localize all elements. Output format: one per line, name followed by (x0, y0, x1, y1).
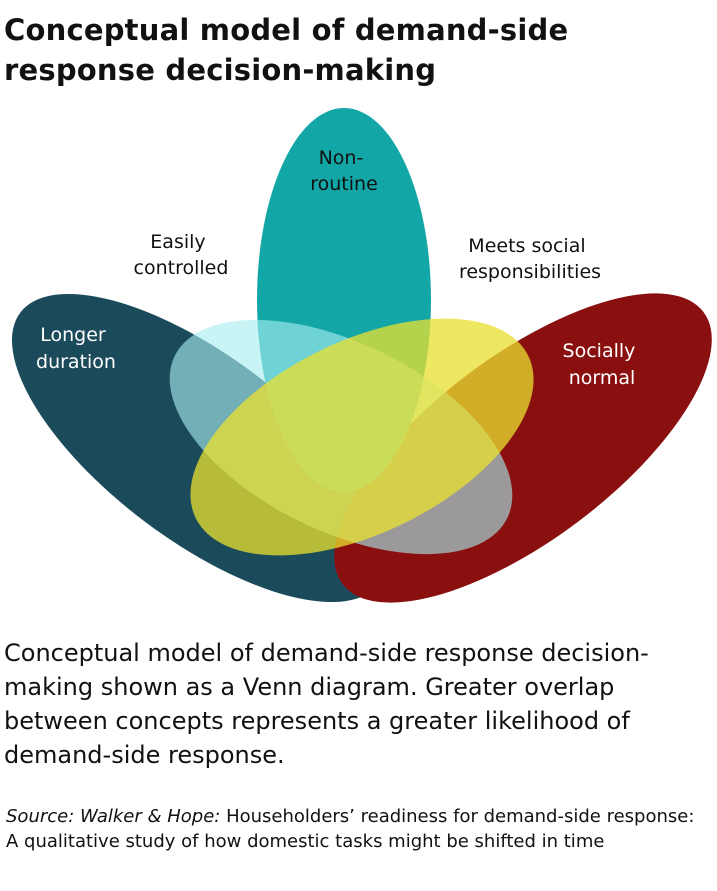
label-easily-controlled-line1: Easily (150, 231, 205, 253)
page-title: Conceptual model of demand-side response… (4, 13, 569, 87)
source-citation: Source: Walker & Hope: Householders’ rea… (6, 804, 712, 854)
label-easily-controlled-line2: controlled (134, 257, 229, 279)
label-longer-duration-line1: Longer (40, 324, 106, 346)
label-non-routine: Non- routine (310, 147, 378, 195)
label-longer-duration: Longer duration (36, 324, 116, 373)
figure-caption: Conceptual model of demand-side response… (4, 639, 649, 769)
source-text: Householders’ readiness for demand-side … (6, 806, 695, 852)
source-prefix: Source: Walker & Hope: (6, 806, 221, 827)
label-meets-social-line1: Meets social (468, 235, 585, 257)
label-socially-normal-line2: normal (569, 367, 636, 389)
label-easily-controlled: Easily controlled (134, 231, 229, 279)
venn-diagram: Non- routine Easily controlled Meets soc… (11, 108, 712, 603)
label-socially-normal: Socially normal (563, 340, 642, 389)
label-non-routine-line1: Non- (319, 147, 364, 169)
label-meets-social-line2: responsibilities (459, 261, 601, 283)
label-meets-social: Meets social responsibilities (459, 235, 601, 283)
label-non-routine-line2: routine (310, 173, 378, 195)
label-longer-duration-line2: duration (36, 351, 116, 373)
label-socially-normal-line1: Socially (563, 340, 636, 362)
ellipse-meets-social (190, 318, 534, 556)
